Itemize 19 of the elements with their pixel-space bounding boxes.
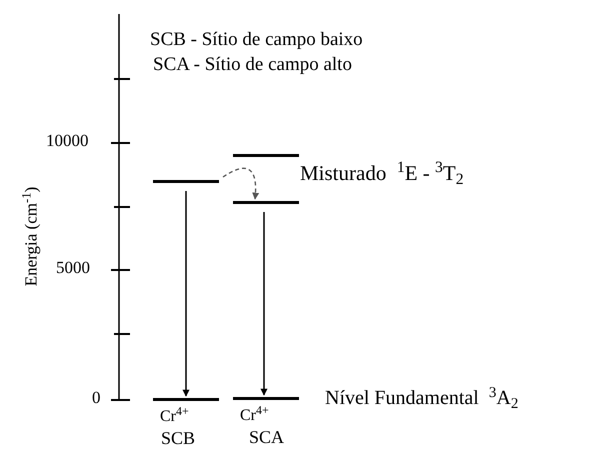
tick-label: 10000 bbox=[46, 132, 88, 149]
energy-level bbox=[233, 154, 299, 157]
level-label: SCB bbox=[161, 429, 196, 447]
tick-label: 5000 bbox=[56, 259, 90, 276]
level-label: Cr$^{4+}$ bbox=[240, 408, 269, 424]
energy-level bbox=[233, 201, 299, 204]
arrow bbox=[182, 191, 190, 397]
level-label: Cr$^{4+}$ bbox=[160, 409, 189, 425]
legend-note: SCB - Sítio de campo baixo bbox=[150, 30, 363, 49]
dashed-arrow bbox=[222, 168, 259, 200]
tick-label: 0 bbox=[92, 389, 100, 406]
arrow bbox=[260, 212, 268, 396]
legend-note: SCA - Sítio de campo alto bbox=[153, 55, 352, 74]
state-label: Nível Fundamental $^{3}$A$_{2}$ bbox=[325, 388, 518, 408]
energy-level bbox=[153, 398, 219, 401]
energy-level bbox=[233, 397, 299, 400]
level-label: SCA bbox=[249, 428, 284, 446]
state-label: Misturado $^{1}$E - $^{3}$T$_{2}$ bbox=[300, 163, 464, 184]
energy-level bbox=[153, 180, 219, 183]
